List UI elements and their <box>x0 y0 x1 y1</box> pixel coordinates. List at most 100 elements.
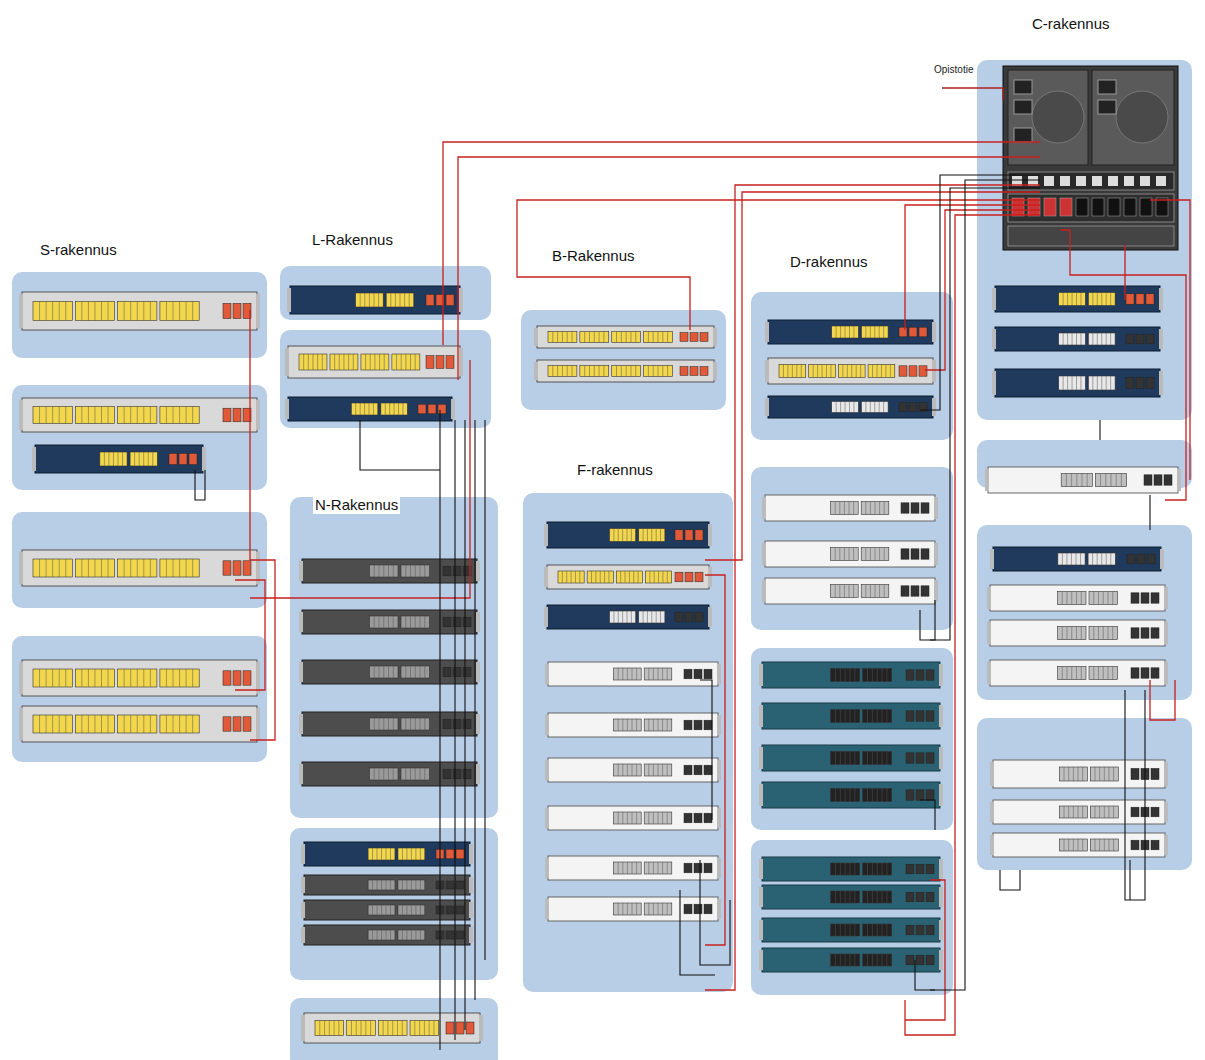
building-group: C-rakennus <box>1030 14 1112 33</box>
switch <box>299 610 480 634</box>
building-group: B-Rakennus <box>550 246 637 265</box>
switch <box>992 369 1163 397</box>
switch <box>545 856 721 880</box>
building-panel <box>521 310 726 410</box>
switch <box>19 292 260 330</box>
fiber-link <box>1150 200 1190 480</box>
copper-link <box>1149 495 1150 530</box>
switch <box>987 585 1168 611</box>
copper-link <box>930 188 1040 640</box>
building-panel <box>290 497 498 818</box>
fiber-link <box>250 310 275 740</box>
switch <box>545 758 721 782</box>
building-panel <box>12 636 267 762</box>
building-panel <box>12 512 267 608</box>
building-panel <box>523 493 733 992</box>
building-panels <box>12 60 1192 1060</box>
building-group: D-rakennus <box>788 252 870 271</box>
switch <box>990 547 1164 571</box>
switch <box>301 925 473 945</box>
building-panel <box>977 525 1192 700</box>
switch <box>762 495 938 521</box>
core-chassis <box>1003 66 1178 250</box>
switch <box>765 320 936 344</box>
switch <box>301 1013 483 1043</box>
external-link <box>942 88 1003 100</box>
fiber-link <box>705 185 1040 990</box>
copper-link <box>920 600 935 640</box>
copper-link <box>454 420 455 1040</box>
fiber-link <box>925 210 1040 370</box>
copper-link <box>439 410 440 1050</box>
switch <box>299 712 480 736</box>
switch <box>759 782 943 808</box>
switch <box>759 857 943 881</box>
switch <box>992 286 1163 312</box>
fiber-link <box>517 200 1040 330</box>
building-panel <box>280 330 491 428</box>
building-panel <box>751 467 953 630</box>
switch <box>759 918 943 942</box>
switch <box>765 396 936 418</box>
fiber-link <box>905 215 1040 1035</box>
copper-link <box>195 470 205 500</box>
fiber-link <box>1060 230 1186 500</box>
building-panel <box>751 840 953 995</box>
fiber-link <box>705 575 725 945</box>
switch <box>32 445 206 473</box>
copper-link <box>474 420 475 1000</box>
switch <box>19 660 260 696</box>
copper-link <box>700 680 712 820</box>
fiber-link <box>1124 245 1125 300</box>
building-heading: S-rakennus <box>38 240 119 259</box>
building-group: N-Rakennus <box>313 495 400 514</box>
fiber-link <box>705 192 1040 560</box>
building-panel <box>280 266 491 320</box>
building-panel <box>290 998 498 1060</box>
switch <box>301 900 473 920</box>
switch <box>545 897 721 921</box>
switch <box>544 565 712 589</box>
copper-link <box>464 420 465 1030</box>
copper-link <box>1129 860 1130 900</box>
fiber-link <box>905 205 1040 330</box>
switch <box>987 660 1168 686</box>
building-heading: D-rakennus <box>788 252 870 271</box>
building-heading: C-rakennus <box>1030 14 1112 33</box>
copper-link <box>680 890 715 975</box>
switch <box>19 706 260 742</box>
building-heading: N-Rakennus <box>313 495 400 514</box>
fiber-link <box>1150 680 1175 720</box>
copper-link <box>1125 690 1145 900</box>
switch <box>759 885 943 909</box>
switch <box>990 800 1168 824</box>
switch <box>299 762 480 786</box>
building-heading: B-Rakennus <box>550 246 637 265</box>
building-panel <box>12 385 267 490</box>
copper-link <box>1000 870 1020 890</box>
copper-link <box>920 800 935 830</box>
switch <box>19 550 260 586</box>
building-panel <box>290 828 498 980</box>
building-panel <box>977 718 1192 870</box>
switch <box>765 358 936 384</box>
switch <box>759 745 943 771</box>
switch <box>992 327 1163 351</box>
switch <box>990 760 1168 788</box>
switches <box>19 286 1181 1043</box>
building-group: L-Rakennus <box>310 230 395 249</box>
copper-link <box>915 960 935 990</box>
switch <box>301 842 473 866</box>
switch <box>287 286 463 314</box>
fiber-link <box>235 580 265 690</box>
building-group: F-rakennus <box>575 460 655 479</box>
street-label: Opistotie <box>933 64 974 75</box>
fiber-link <box>458 157 1040 380</box>
switch <box>285 346 463 378</box>
switch <box>759 703 943 729</box>
building-panel <box>751 292 953 440</box>
building-panel <box>12 272 267 358</box>
cabling <box>195 88 1190 1050</box>
